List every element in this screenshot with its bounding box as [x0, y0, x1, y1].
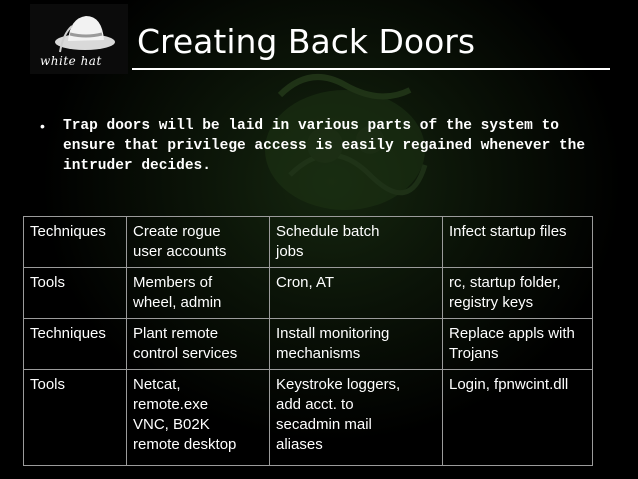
background-graffiti-art [265, 74, 428, 210]
table-cell: Tools [23, 267, 127, 319]
table-row: Techniques Plant remote control services… [23, 318, 593, 370]
bullet-icon: • [40, 118, 45, 134]
table-row: Tools Members of wheel, admin Cron, AT r… [23, 267, 593, 319]
slide-title: Creating Back Doors [137, 22, 476, 61]
table-row: Tools Netcat, remote.exe VNC, B02K remot… [23, 369, 593, 466]
table-cell: Members of wheel, admin [126, 267, 270, 319]
table-cell: Tools [23, 369, 127, 466]
bullet-text: Trap doors will be laid in various parts… [63, 118, 586, 174]
table-cell: Login, fpnwcint.dll [442, 369, 593, 466]
logo-text: white hat [40, 54, 102, 68]
table-cell: Infect startup files [442, 216, 593, 268]
table-cell: Create rogue user accounts [126, 216, 270, 268]
table-cell: Techniques [23, 216, 127, 268]
table-cell: Techniques [23, 318, 127, 370]
table-row: Techniques Create rogue user accounts Sc… [23, 216, 593, 268]
table-cell: Install monitoring mechanisms [269, 318, 443, 370]
table-cell: Cron, AT [269, 267, 443, 319]
table-cell: Netcat, remote.exe VNC, B02K remote desk… [126, 369, 270, 466]
table-cell: Replace appls with Trojans [442, 318, 593, 370]
logo: white hat [30, 4, 128, 74]
table-cell: rc, startup folder, registry keys [442, 267, 593, 319]
title-underline [132, 68, 610, 70]
white-hat-icon [55, 16, 115, 53]
table-cell: Plant remote control services [126, 318, 270, 370]
table-cell: Schedule batch jobs [269, 216, 443, 268]
table-cell: Keystroke loggers, add acct. to secadmin… [269, 369, 443, 466]
backdoor-techniques-table: Techniques Create rogue user accounts Sc… [23, 216, 593, 466]
